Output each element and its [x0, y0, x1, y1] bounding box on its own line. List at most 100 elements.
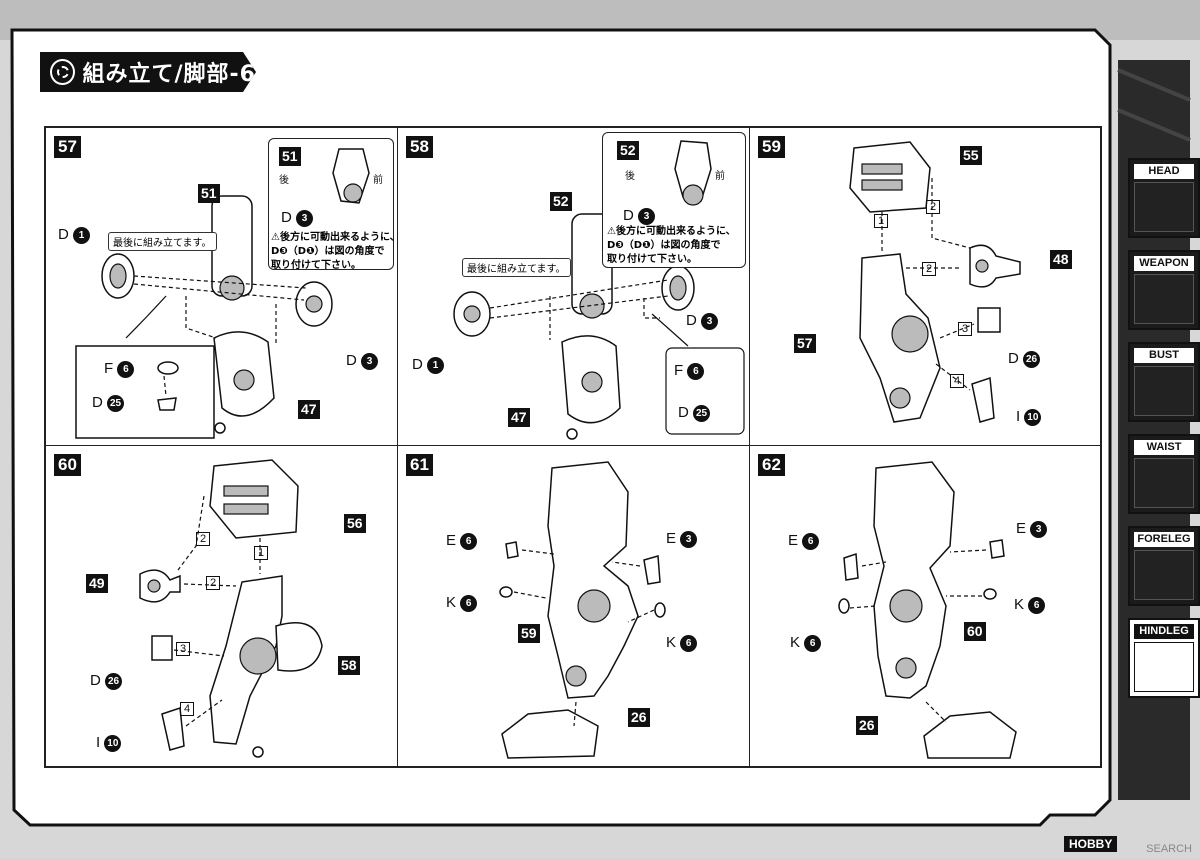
sequence-marker: 1	[874, 214, 889, 228]
sequence-marker: 4	[180, 702, 195, 716]
side-tab-weapon[interactable]: WEAPON	[1128, 250, 1200, 330]
side-tab-label: WAIST	[1134, 440, 1194, 455]
step-58-illustration	[453, 213, 745, 440]
part-ref: E 3	[1016, 520, 1048, 538]
back-label: 後	[279, 175, 289, 186]
sequence-marker: 2	[926, 200, 941, 214]
step-60-illustration	[139, 459, 323, 758]
bust-thumbnail	[1134, 366, 1194, 416]
side-tab-bust[interactable]: BUST	[1128, 342, 1200, 422]
step-number: 62	[758, 454, 785, 476]
side-tab-label: FORELEG	[1134, 532, 1194, 547]
side-tab-label: BUST	[1134, 348, 1194, 363]
sequence-marker: 3	[958, 322, 973, 336]
part-ref: D 3	[686, 312, 719, 330]
part-ref: K 6	[1014, 596, 1046, 614]
back-label: 後	[625, 171, 635, 182]
part-number: 47	[508, 408, 530, 427]
part-ref: D 3	[346, 352, 379, 370]
page-title-plate: 組み立て/脚部-6	[40, 52, 256, 92]
part-number: 56	[344, 514, 366, 533]
assemble-last-note: 最後に組み立てます。	[108, 232, 217, 251]
part-ref: E 6	[446, 532, 478, 550]
head-thumbnail	[1134, 182, 1194, 232]
angle-warning: ⚠後方に可動出来るように、 D❸（D❶）は図の角度で 取り付けて下さい。	[607, 226, 736, 265]
angle-inset: 51 後 前 D 3 ⚠後方に可動出来るように、 D❸（D❶）は図の角度で 取り…	[268, 138, 400, 271]
step-59-illustration	[849, 141, 1021, 423]
footer-logo: HOBBY	[1064, 836, 1118, 852]
part-ref: K 6	[446, 594, 478, 612]
part-number: 58	[338, 656, 360, 675]
side-tab-label: HINDLEG	[1134, 624, 1194, 639]
part-ref: D 26	[1008, 350, 1041, 368]
part-number: 60	[964, 622, 986, 641]
step-number: 60	[54, 454, 81, 476]
step-61-panel: 61 E 6 E 3 K 6 K 6 59 26	[398, 446, 750, 768]
weapon-thumbnail	[1134, 274, 1194, 324]
side-tab-label: HEAD	[1134, 164, 1194, 179]
part-number: 47	[298, 400, 320, 419]
hindleg-thumbnail	[1134, 642, 1194, 692]
part-ref: K 6	[790, 634, 822, 652]
waist-thumbnail	[1134, 458, 1194, 508]
part-ref: D 26	[90, 672, 123, 690]
part-ref: K 6	[666, 634, 698, 652]
part-ref: D 1	[58, 226, 91, 244]
step-62-illustration	[838, 461, 1017, 759]
step-58-panel: 58 最後に組み立てます。 52 後 前 D 3 ⚠	[398, 128, 750, 446]
part-number: 52	[617, 141, 639, 160]
gear-icon	[50, 59, 75, 85]
step-57-panel: 57 最後に組み立てます。 51 後 前	[46, 128, 400, 446]
step-57-illustration	[75, 195, 333, 439]
part-ref: D 25	[678, 404, 711, 422]
step-60-panel: 60 56 49 58 D 26 I 10 2 1 2 3 4	[46, 446, 398, 768]
part-ref: D 3	[281, 209, 314, 227]
side-tab-head[interactable]: HEAD	[1128, 158, 1200, 238]
step-number: 58	[406, 136, 433, 158]
part-number: 26	[628, 708, 650, 727]
part-ref: I 10	[1016, 408, 1042, 426]
part-number: 57	[794, 334, 816, 353]
part-number: 49	[86, 574, 108, 593]
step-59-panel: 59 55 48 57 D 26 I 10 1 2 2 3 4	[750, 128, 1102, 446]
part-number: 51	[279, 147, 301, 166]
angle-inset: 52 後 前 D 3 ⚠後方に可動出来るように、 D❸（D❶）は図の角度で 取り…	[602, 132, 746, 268]
part-ref: D 3	[623, 207, 656, 225]
part-number: 55	[960, 146, 982, 165]
part-ref: F 6	[104, 360, 135, 378]
angle-warning: ⚠後方に可動出来るように、 D❸（D❶）は図の角度で 取り付けて下さい。	[271, 232, 400, 271]
part-ref: I 10	[96, 734, 122, 752]
part-ref: D 1	[412, 356, 445, 374]
step-number: 59	[758, 136, 785, 158]
watermark: SEARCH	[1146, 843, 1192, 855]
step-number: 57	[54, 136, 81, 158]
side-tab-foreleg[interactable]: FORELEG	[1128, 526, 1200, 606]
part-number: 51	[198, 184, 220, 203]
page-title: 組み立て/脚部-6	[82, 62, 256, 87]
sequence-marker: 2	[206, 576, 221, 590]
side-tab-label: WEAPON	[1134, 256, 1194, 271]
sequence-marker: 2	[922, 262, 937, 276]
front-label: 前	[715, 171, 725, 182]
part-ref: F 6	[674, 362, 705, 380]
instruction-grid: 57 最後に組み立てます。 51 後 前	[44, 126, 1102, 768]
step-61-illustration	[499, 461, 666, 759]
assemble-last-note: 最後に組み立てます。	[462, 258, 571, 277]
part-number: 52	[550, 192, 572, 211]
part-number: 48	[1050, 250, 1072, 269]
sequence-marker: 2	[196, 532, 211, 546]
side-tab-waist[interactable]: WAIST	[1128, 434, 1200, 514]
sequence-marker: 3	[176, 642, 191, 656]
front-label: 前	[373, 175, 383, 186]
sequence-marker: 4	[950, 374, 965, 388]
side-tab-hindleg[interactable]: HINDLEG	[1128, 618, 1200, 698]
part-number: 59	[518, 624, 540, 643]
inset-part-drawing	[674, 140, 712, 206]
foreleg-thumbnail	[1134, 550, 1194, 600]
inset-part-drawing	[332, 148, 370, 204]
sequence-marker: 1	[254, 546, 269, 560]
part-ref: E 6	[788, 532, 820, 550]
step-62-panel: 62 E 6 E 3 K 6 K 6 60 26	[750, 446, 1102, 768]
step-number: 61	[406, 454, 433, 476]
part-number: 26	[856, 716, 878, 735]
